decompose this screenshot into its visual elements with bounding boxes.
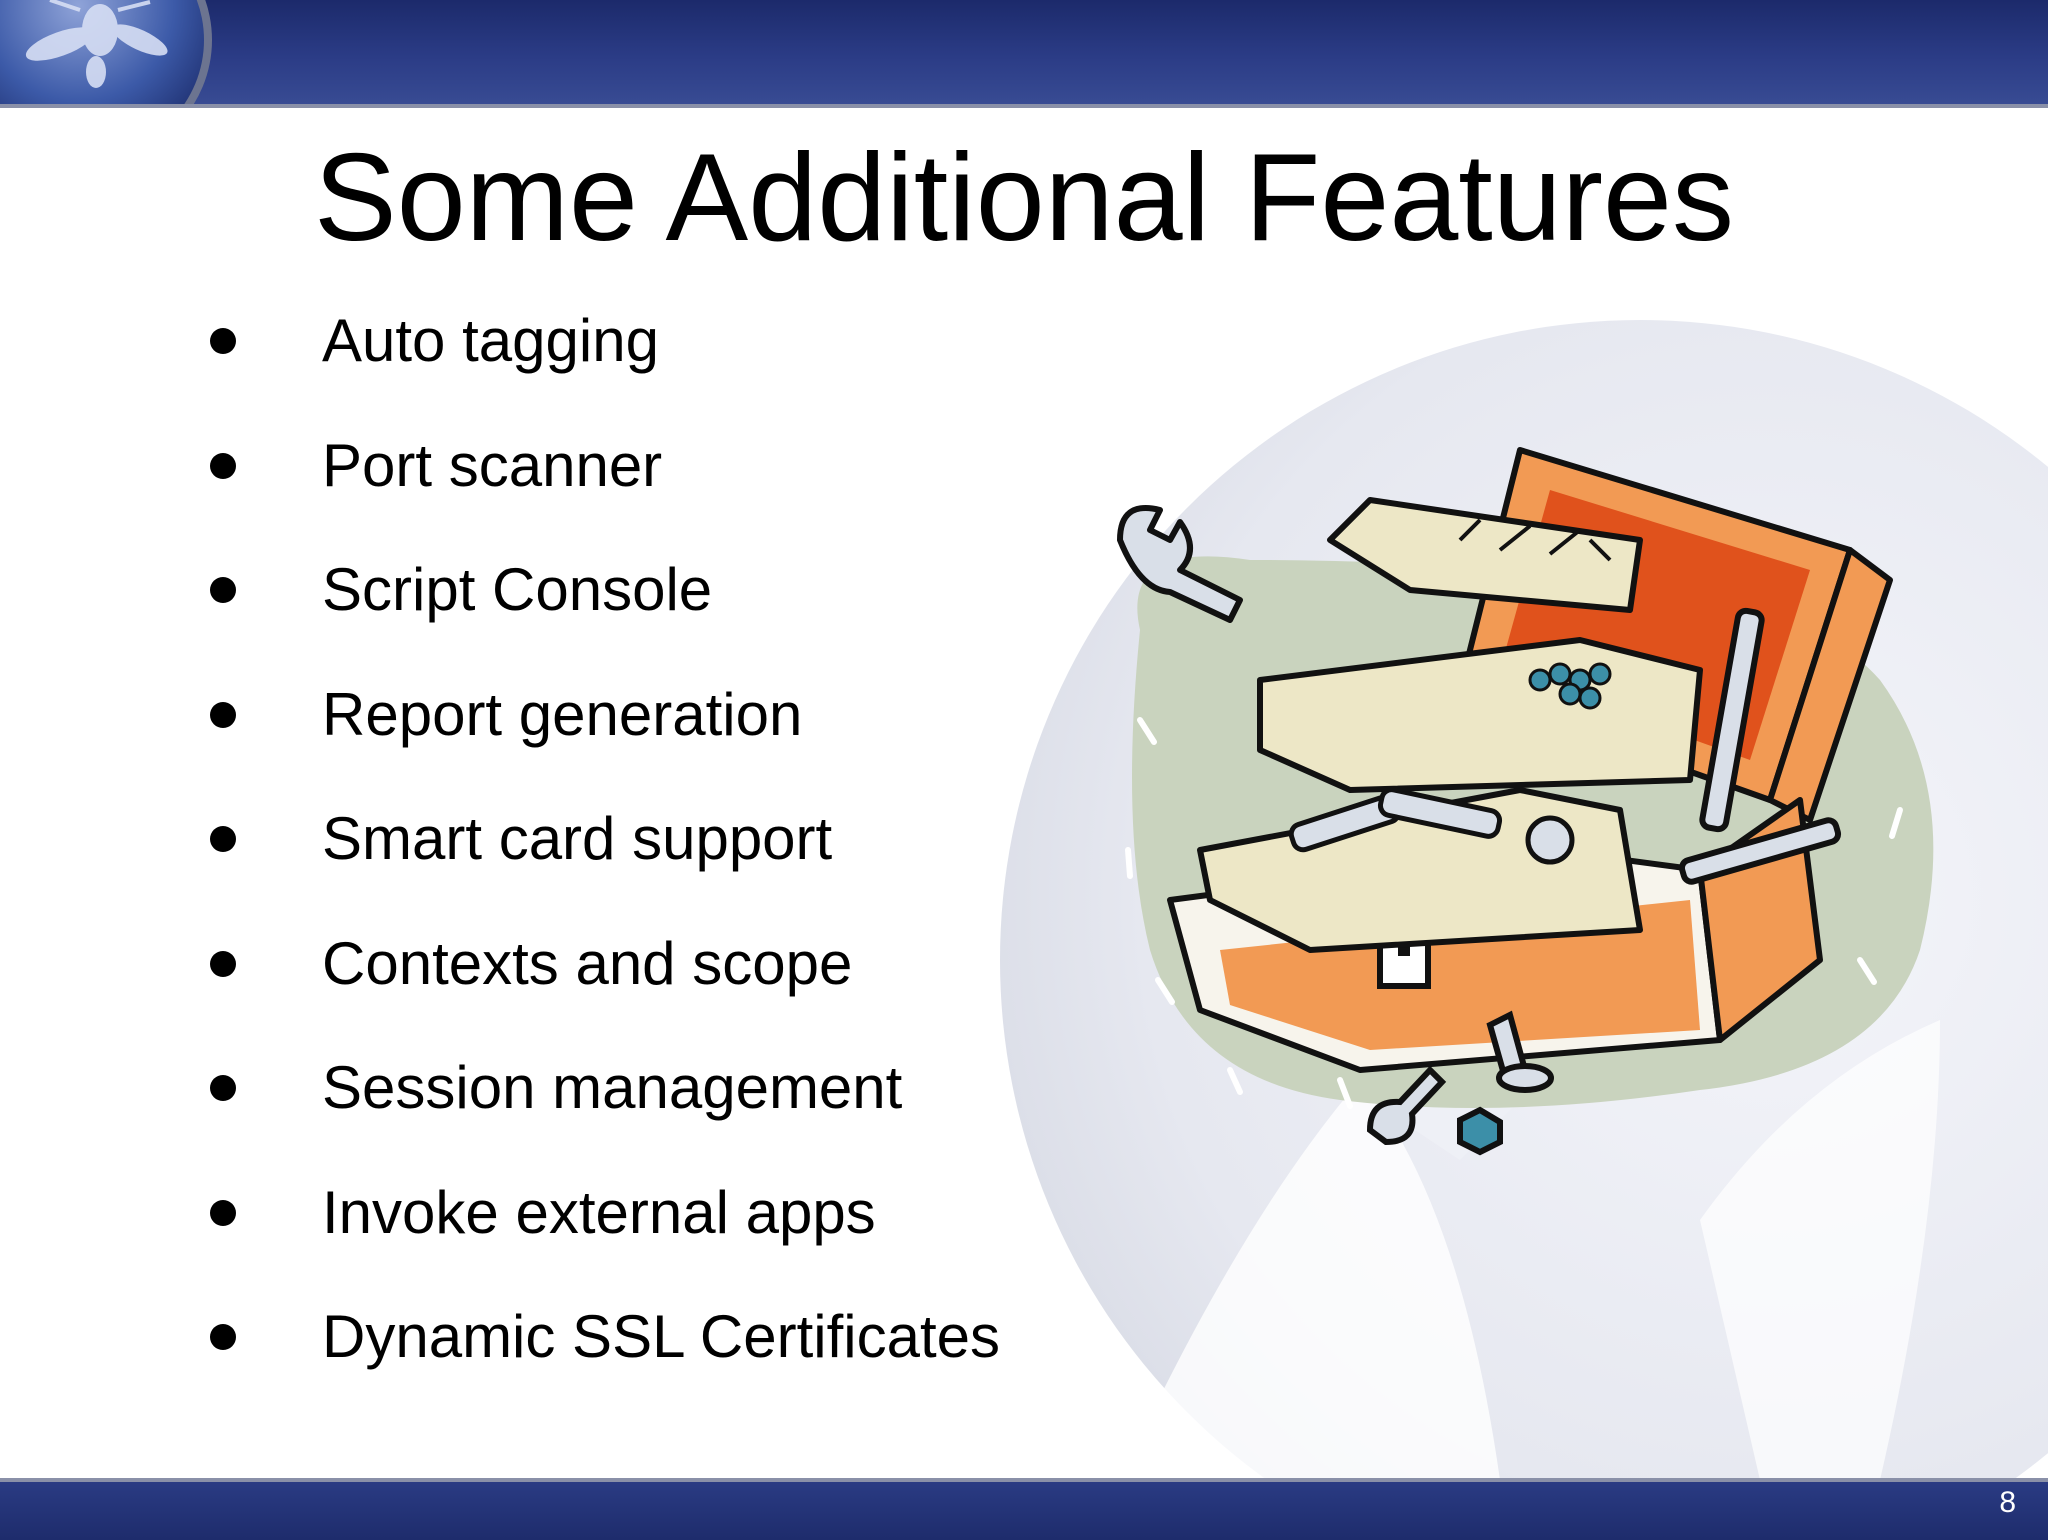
toolbox-icon [1080,430,2020,1190]
list-item-label: Auto tagging [322,307,659,374]
list-item-label: Session management [322,1054,903,1121]
bullet-icon [210,328,236,354]
list-item-label: Script Console [322,556,713,623]
list-item-label: Smart card support [322,805,833,872]
bullet-icon [210,452,236,479]
list-item-label: Report generation [322,680,803,748]
list-item-label: Invoke external apps [322,1178,876,1246]
wasp-logo-icon [0,0,220,104]
bullet-icon [210,1075,236,1101]
list-item-label: Contexts and scope [322,929,853,997]
bullet-icon [210,1199,236,1226]
page-number: 8 [1999,1486,2016,1519]
bullet-icon [210,826,236,852]
header-bar [0,0,2048,108]
bullet-icon [210,950,236,977]
slide-title: Some Additional Features [314,129,1734,267]
bullet-icon [210,701,236,728]
bullet-icon [210,1324,236,1350]
bullet-icon [210,577,236,603]
list-item-label: Port scanner [322,431,663,499]
footer-bar [0,1478,2048,1540]
list-item-label: Dynamic SSL Certificates [322,1303,1000,1370]
